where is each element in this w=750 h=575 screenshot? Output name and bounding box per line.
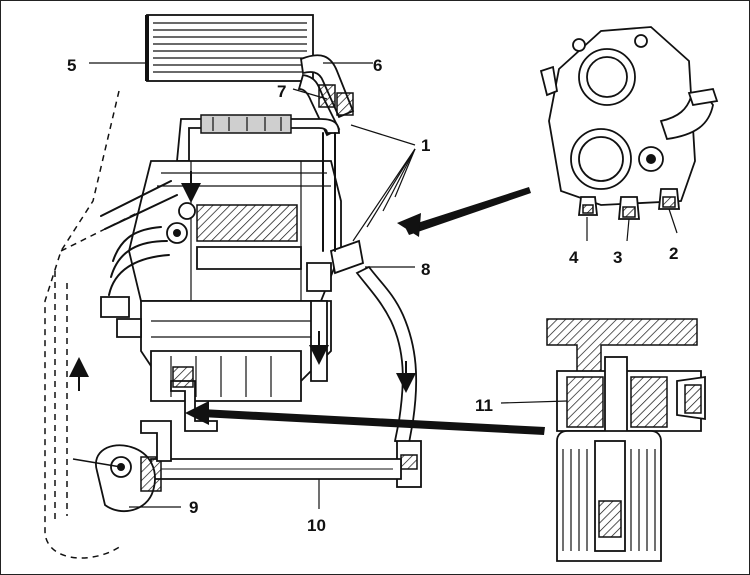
callout-10: 10 — [307, 516, 326, 535]
bypass-hose — [309, 300, 329, 382]
callout-2: 2 — [669, 244, 678, 263]
water-pump — [72, 444, 162, 513]
callout-7: 7 — [277, 82, 286, 101]
callout-5: 5 — [67, 56, 76, 75]
outlet-hose — [355, 265, 422, 488]
leader-lines — [89, 62, 678, 509]
callout-9: 9 — [189, 498, 198, 517]
callout-labels: 5 6 7 1 8 9 10 11 4 3 2 — [67, 56, 678, 535]
oil-cooler-hoses — [140, 366, 218, 462]
callout-3: 3 — [613, 248, 622, 267]
callout-4: 4 — [569, 248, 579, 267]
callout-8: 8 — [421, 260, 430, 279]
callout-1: 1 — [421, 136, 430, 155]
pointer-arrows — [185, 187, 545, 435]
callout-11: 11 — [475, 396, 493, 415]
callout-6: 6 — [373, 56, 382, 75]
oil-filter-cutaway — [546, 318, 706, 562]
coolant-return-pipe — [150, 458, 402, 480]
upper-coolant-tube — [176, 114, 340, 162]
thermostat-pipes — [306, 132, 365, 292]
engine-block — [100, 160, 342, 402]
thermostat-housing-detail — [539, 26, 719, 220]
heater-radiator — [145, 14, 314, 82]
